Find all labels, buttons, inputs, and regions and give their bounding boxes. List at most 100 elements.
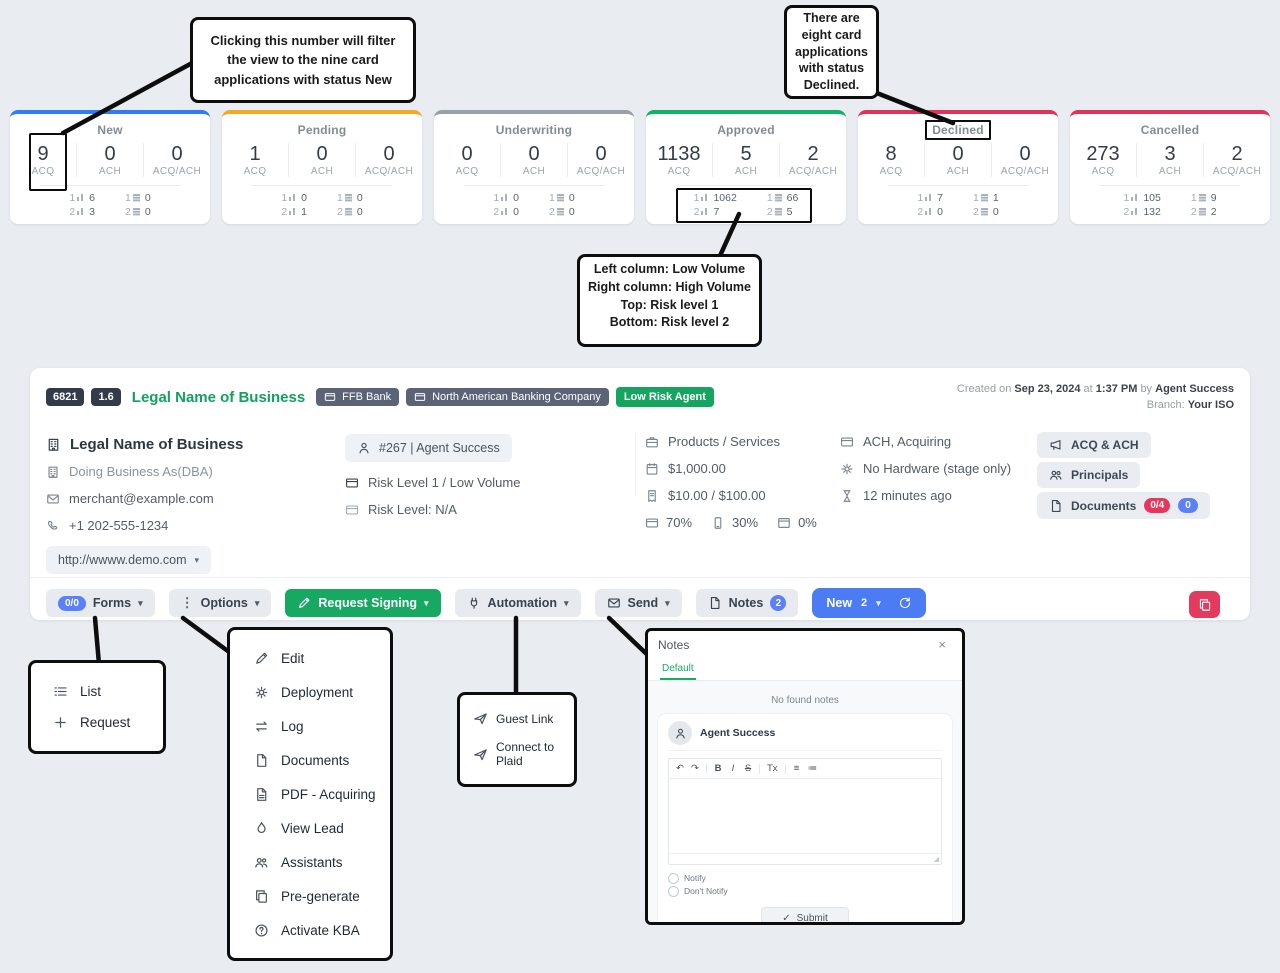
ach-count[interactable]: 0 xyxy=(104,143,116,165)
menu-item-list[interactable]: List xyxy=(31,676,163,707)
acq-ach-count[interactable]: 2 xyxy=(807,143,819,165)
notes-empty-state: No found notes xyxy=(771,695,839,706)
menu-item-deployment[interactable]: Deployment xyxy=(230,675,390,709)
menu-item-assistants[interactable]: Assistants xyxy=(230,845,390,879)
payment-card-icon xyxy=(840,435,854,449)
menu-item-connect-to-plaid[interactable]: Connect to Plaid xyxy=(460,733,574,775)
bullet-list-icon[interactable]: ≔ xyxy=(807,763,818,774)
menu-item-log[interactable]: Log xyxy=(230,709,390,743)
products-services: Products / Services xyxy=(668,434,780,449)
history-icon[interactable] xyxy=(898,596,912,610)
acq-ach-button[interactable]: ACQ & ACH xyxy=(1037,432,1151,458)
acq-ach-count[interactable]: 0 xyxy=(383,143,395,165)
services-list: ACH, Acquiring xyxy=(863,434,952,449)
options-dropdown-button[interactable]: ⋮Options▾ xyxy=(168,589,272,617)
acq-ach-count[interactable]: 0 xyxy=(595,143,607,165)
high-volume-icon xyxy=(132,193,142,201)
principals-button[interactable]: Principals xyxy=(1037,462,1141,488)
agent-ref-button[interactable]: #267 | Agent Success xyxy=(345,434,512,462)
ach-count[interactable]: 0 xyxy=(528,143,540,165)
menu-item-pdf-acquiring[interactable]: PDF - Acquiring xyxy=(230,777,390,811)
high-volume-icon xyxy=(344,207,354,215)
acq-ach-count[interactable]: 2 xyxy=(1231,143,1243,165)
close-icon[interactable]: × xyxy=(932,637,952,652)
undo-icon[interactable]: ↶ xyxy=(676,763,684,774)
gear-icon xyxy=(254,685,269,700)
acq-count[interactable]: 1 xyxy=(249,143,261,165)
low-volume-icon xyxy=(77,193,86,201)
strikethrough-icon[interactable]: S xyxy=(744,763,752,774)
browser-window-icon xyxy=(777,516,791,530)
mobile-percent: 30% xyxy=(732,515,759,530)
low-volume-icon xyxy=(501,193,510,201)
pencil-icon xyxy=(297,596,311,610)
envelope-icon xyxy=(46,492,60,506)
acq-ach-count[interactable]: 0 xyxy=(1019,143,1031,165)
menu-item-documents[interactable]: Documents xyxy=(230,743,390,777)
pencil-icon xyxy=(254,651,269,666)
italic-icon[interactable]: I xyxy=(731,763,735,774)
forms-dropdown-menu: List Request xyxy=(28,660,166,754)
acq-count[interactable]: 8 xyxy=(885,143,897,165)
people-icon xyxy=(1049,468,1063,482)
notify-radio[interactable]: Notify xyxy=(668,872,942,885)
low-volume-icon xyxy=(289,207,298,215)
ach-count[interactable]: 0 xyxy=(316,143,328,165)
send-dropdown-button[interactable]: Send▾ xyxy=(594,589,682,617)
high-volume-icon xyxy=(774,193,784,201)
acq-ach-count[interactable]: 0 xyxy=(171,143,183,165)
ach-count[interactable]: 5 xyxy=(740,143,752,165)
redo-icon[interactable]: ↷ xyxy=(691,763,699,774)
low-volume-icon xyxy=(77,207,86,215)
menu-item-edit[interactable]: Edit xyxy=(230,641,390,675)
acq-count[interactable]: 9 xyxy=(37,143,49,165)
acq-count[interactable]: 1138 xyxy=(657,143,701,165)
duplicate-button[interactable] xyxy=(1189,591,1220,618)
website-dropdown[interactable]: http://wwww.demo.com▾ xyxy=(46,546,212,574)
tab-default[interactable]: Default xyxy=(660,658,696,680)
acq-label: ACQ xyxy=(31,166,55,177)
submit-note-button[interactable]: ✓Submit xyxy=(761,907,849,922)
menu-item-view-lead[interactable]: View Lead xyxy=(230,811,390,845)
building-icon xyxy=(46,465,60,479)
dont-notify-radio[interactable]: Don't Notify xyxy=(668,885,942,898)
high-volume-icon xyxy=(344,193,354,201)
automation-dropdown-button[interactable]: Automation▾ xyxy=(454,589,581,617)
merchant-title[interactable]: Legal Name of Business xyxy=(131,388,306,406)
radio-icon xyxy=(668,873,679,884)
acq-count[interactable]: 273 xyxy=(1086,143,1120,165)
high-volume-icon xyxy=(556,207,566,215)
ordered-list-icon[interactable]: ≡ xyxy=(793,763,800,774)
clear-format-icon[interactable]: Tx xyxy=(767,763,778,774)
documents-progress-badge: 0/4 xyxy=(1144,498,1171,513)
acq-count[interactable]: 0 xyxy=(461,143,473,165)
chevron-down-icon: ▾ xyxy=(254,597,260,608)
ach-count[interactable]: 0 xyxy=(952,143,964,165)
resize-handle[interactable] xyxy=(933,856,939,862)
menu-item-pre-generate[interactable]: Pre-generate xyxy=(230,879,390,913)
low-volume-icon xyxy=(289,193,298,201)
ach-count[interactable]: 3 xyxy=(1164,143,1176,165)
request-signing-button[interactable]: Request Signing▾ xyxy=(285,589,441,617)
menu-item-request[interactable]: Request xyxy=(31,707,163,738)
menu-item-activate-kba[interactable]: Activate KBA xyxy=(230,913,390,947)
menu-item-guest-link[interactable]: Guest Link xyxy=(460,704,574,733)
note-author: Agent Success xyxy=(700,727,776,739)
plus-icon xyxy=(53,715,68,730)
callout-volume-legend: Left column: Low Volume Right column: Hi… xyxy=(577,254,762,347)
note-text-editor[interactable] xyxy=(669,779,941,853)
agent-risk-column: #267 | Agent Success Risk Level 1 / Low … xyxy=(345,432,520,518)
callout-new-filter: Clicking this number will filter the vie… xyxy=(190,17,416,103)
high-volume-icon xyxy=(132,207,142,215)
bold-icon[interactable]: B xyxy=(714,763,722,774)
annotation-highlight-box xyxy=(676,188,812,223)
